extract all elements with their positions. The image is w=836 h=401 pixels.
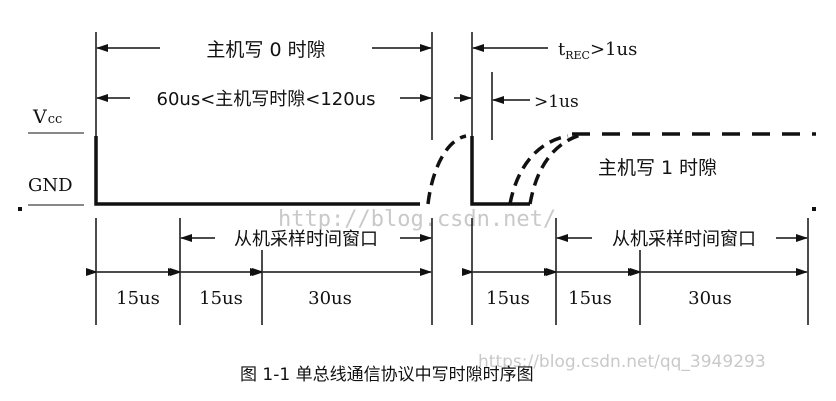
write1-release-curve-outer (528, 132, 585, 205)
right-seg2-label: 15us (568, 288, 612, 309)
figure-caption: 图 1-1 单总线通信协议中写时隙时序图 (240, 365, 534, 385)
baseline-dot-right (812, 207, 816, 211)
release-delay-label: >1us (534, 92, 579, 112)
center-watermark: http://blog.csdn.net/ (278, 207, 556, 232)
write1-slot-label: 主机写 1 时隙 (598, 157, 717, 179)
right-seg3-label: 30us (688, 288, 732, 309)
left-sample-window-label: 从机采样时间窗口 (234, 229, 378, 250)
baseline-dot-left (18, 207, 22, 211)
gnd-label: GND (28, 175, 73, 196)
write0-waveform (94, 136, 420, 206)
write1-release-curve-inner (508, 134, 569, 205)
right-seg1-label: 15us (486, 288, 530, 309)
left-seg2-label: 15us (199, 288, 243, 309)
vcc-label: Vcc (32, 106, 62, 128)
write1-pull-low (470, 136, 530, 206)
right-sample-window-label: 从机采样时间窗口 (612, 229, 756, 250)
left-seg1-label: 15us (116, 288, 160, 309)
write0-recovery-curve (426, 134, 467, 205)
write0-slot-label: 主机写 0 时隙 (206, 39, 325, 61)
write0-range-label: 60us<主机写时隙<120us (157, 89, 376, 110)
trec-label: tREC>1us (558, 39, 637, 62)
left-seg3-label: 30us (308, 288, 352, 309)
corner-watermark: https://blog.csdn.net/qq_3949293 (478, 352, 766, 372)
